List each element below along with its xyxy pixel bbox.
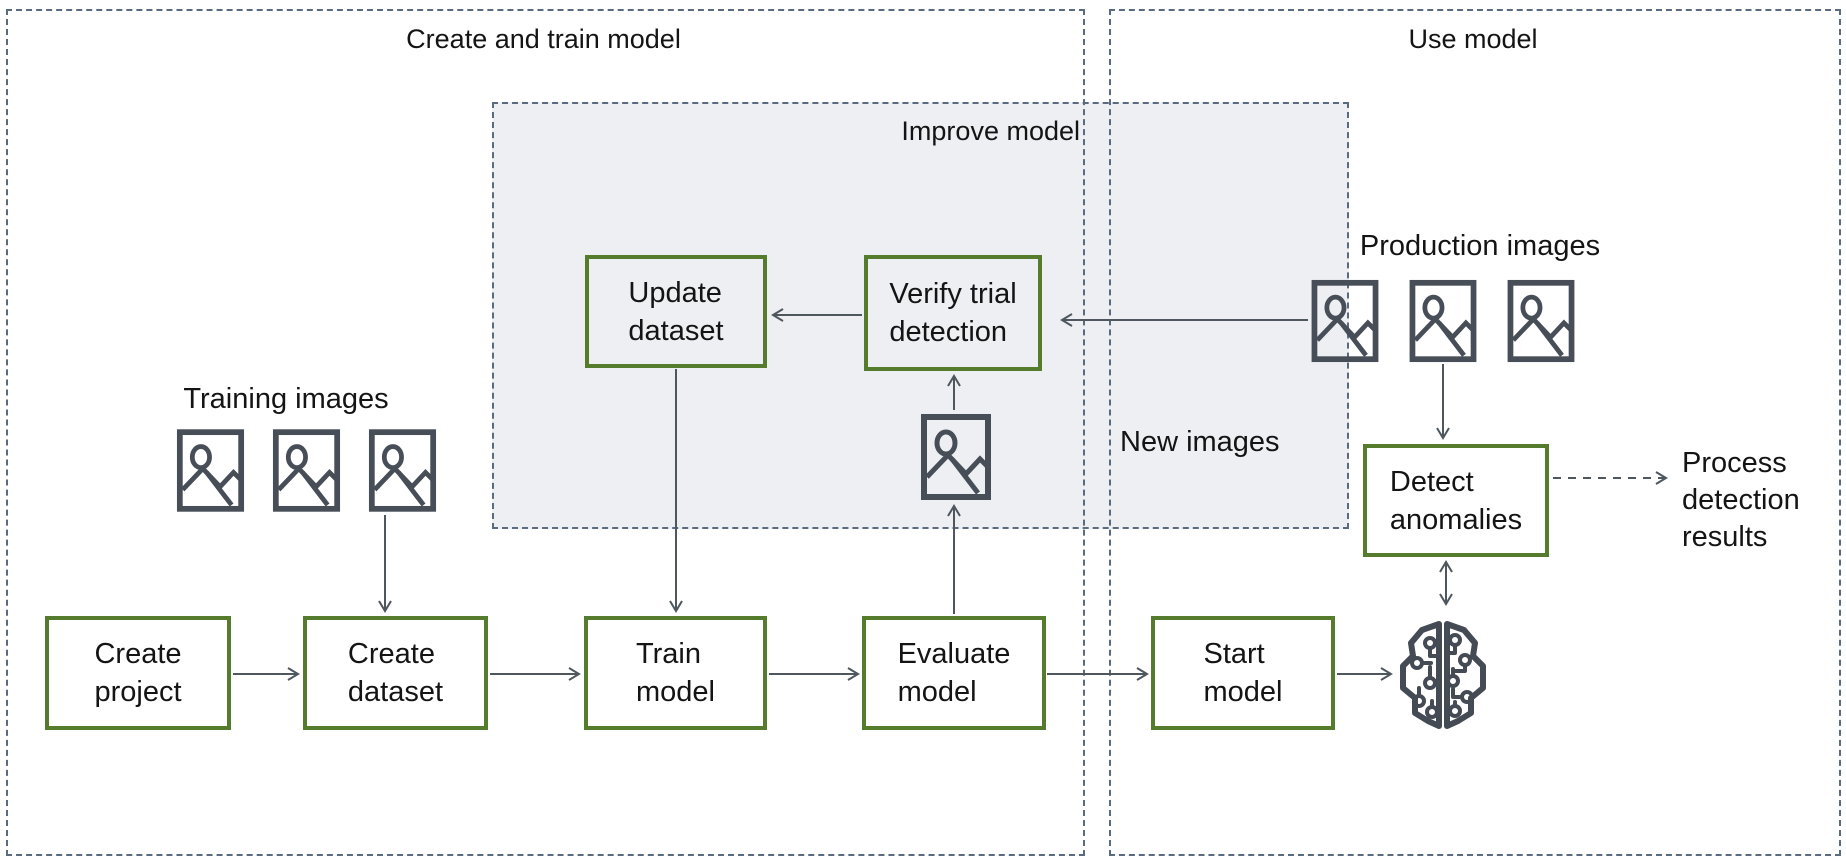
node-evaluate-model: Evaluate model: [862, 616, 1046, 730]
process-detection-results-label: Process detection results: [1682, 447, 1800, 553]
image-icon: [1310, 279, 1380, 363]
create-and-train-model-title: Create and train model: [406, 24, 681, 54]
create-and-train-model-region: [6, 9, 1085, 856]
node-verify-trial-detection-label: Verify trial detection: [889, 278, 1017, 348]
image-icon: [1408, 279, 1478, 363]
node-update-dataset-label: Update dataset: [628, 276, 724, 347]
node-train-model: Train model: [584, 616, 767, 730]
node-detect-anomalies: Detect anomalies: [1363, 444, 1549, 557]
production-images-label: Production images: [1359, 230, 1601, 262]
node-detect-anomalies-label: Detect anomalies: [1389, 465, 1523, 536]
ml-model-brain-icon: [1400, 621, 1486, 729]
node-start-model-label: Start model: [1203, 638, 1283, 708]
node-create-dataset: Create dataset: [303, 616, 488, 730]
image-icon: [368, 428, 437, 513]
new-images-label: New images: [1120, 426, 1280, 458]
node-update-dataset: Update dataset: [585, 255, 767, 368]
improve-model-title: Improve model: [901, 116, 1080, 146]
image-icon: [272, 428, 341, 513]
node-start-model: Start model: [1151, 616, 1335, 730]
use-model-region: [1109, 9, 1841, 856]
node-verify-trial-detection: Verify trial detection: [864, 255, 1042, 371]
node-train-model-label: Train model: [636, 638, 715, 708]
use-model-title: Use model: [1408, 24, 1538, 54]
node-create-project-label: Create project: [94, 638, 182, 708]
node-evaluate-model-label: Evaluate model: [897, 638, 1011, 708]
image-icon: [1506, 279, 1576, 363]
image-icon: [176, 428, 245, 513]
training-images-label: Training images: [183, 383, 389, 415]
node-create-dataset-label: Create dataset: [347, 638, 444, 708]
image-icon: [920, 412, 992, 502]
node-create-project: Create project: [45, 616, 231, 730]
improve-model-region: [492, 102, 1349, 529]
